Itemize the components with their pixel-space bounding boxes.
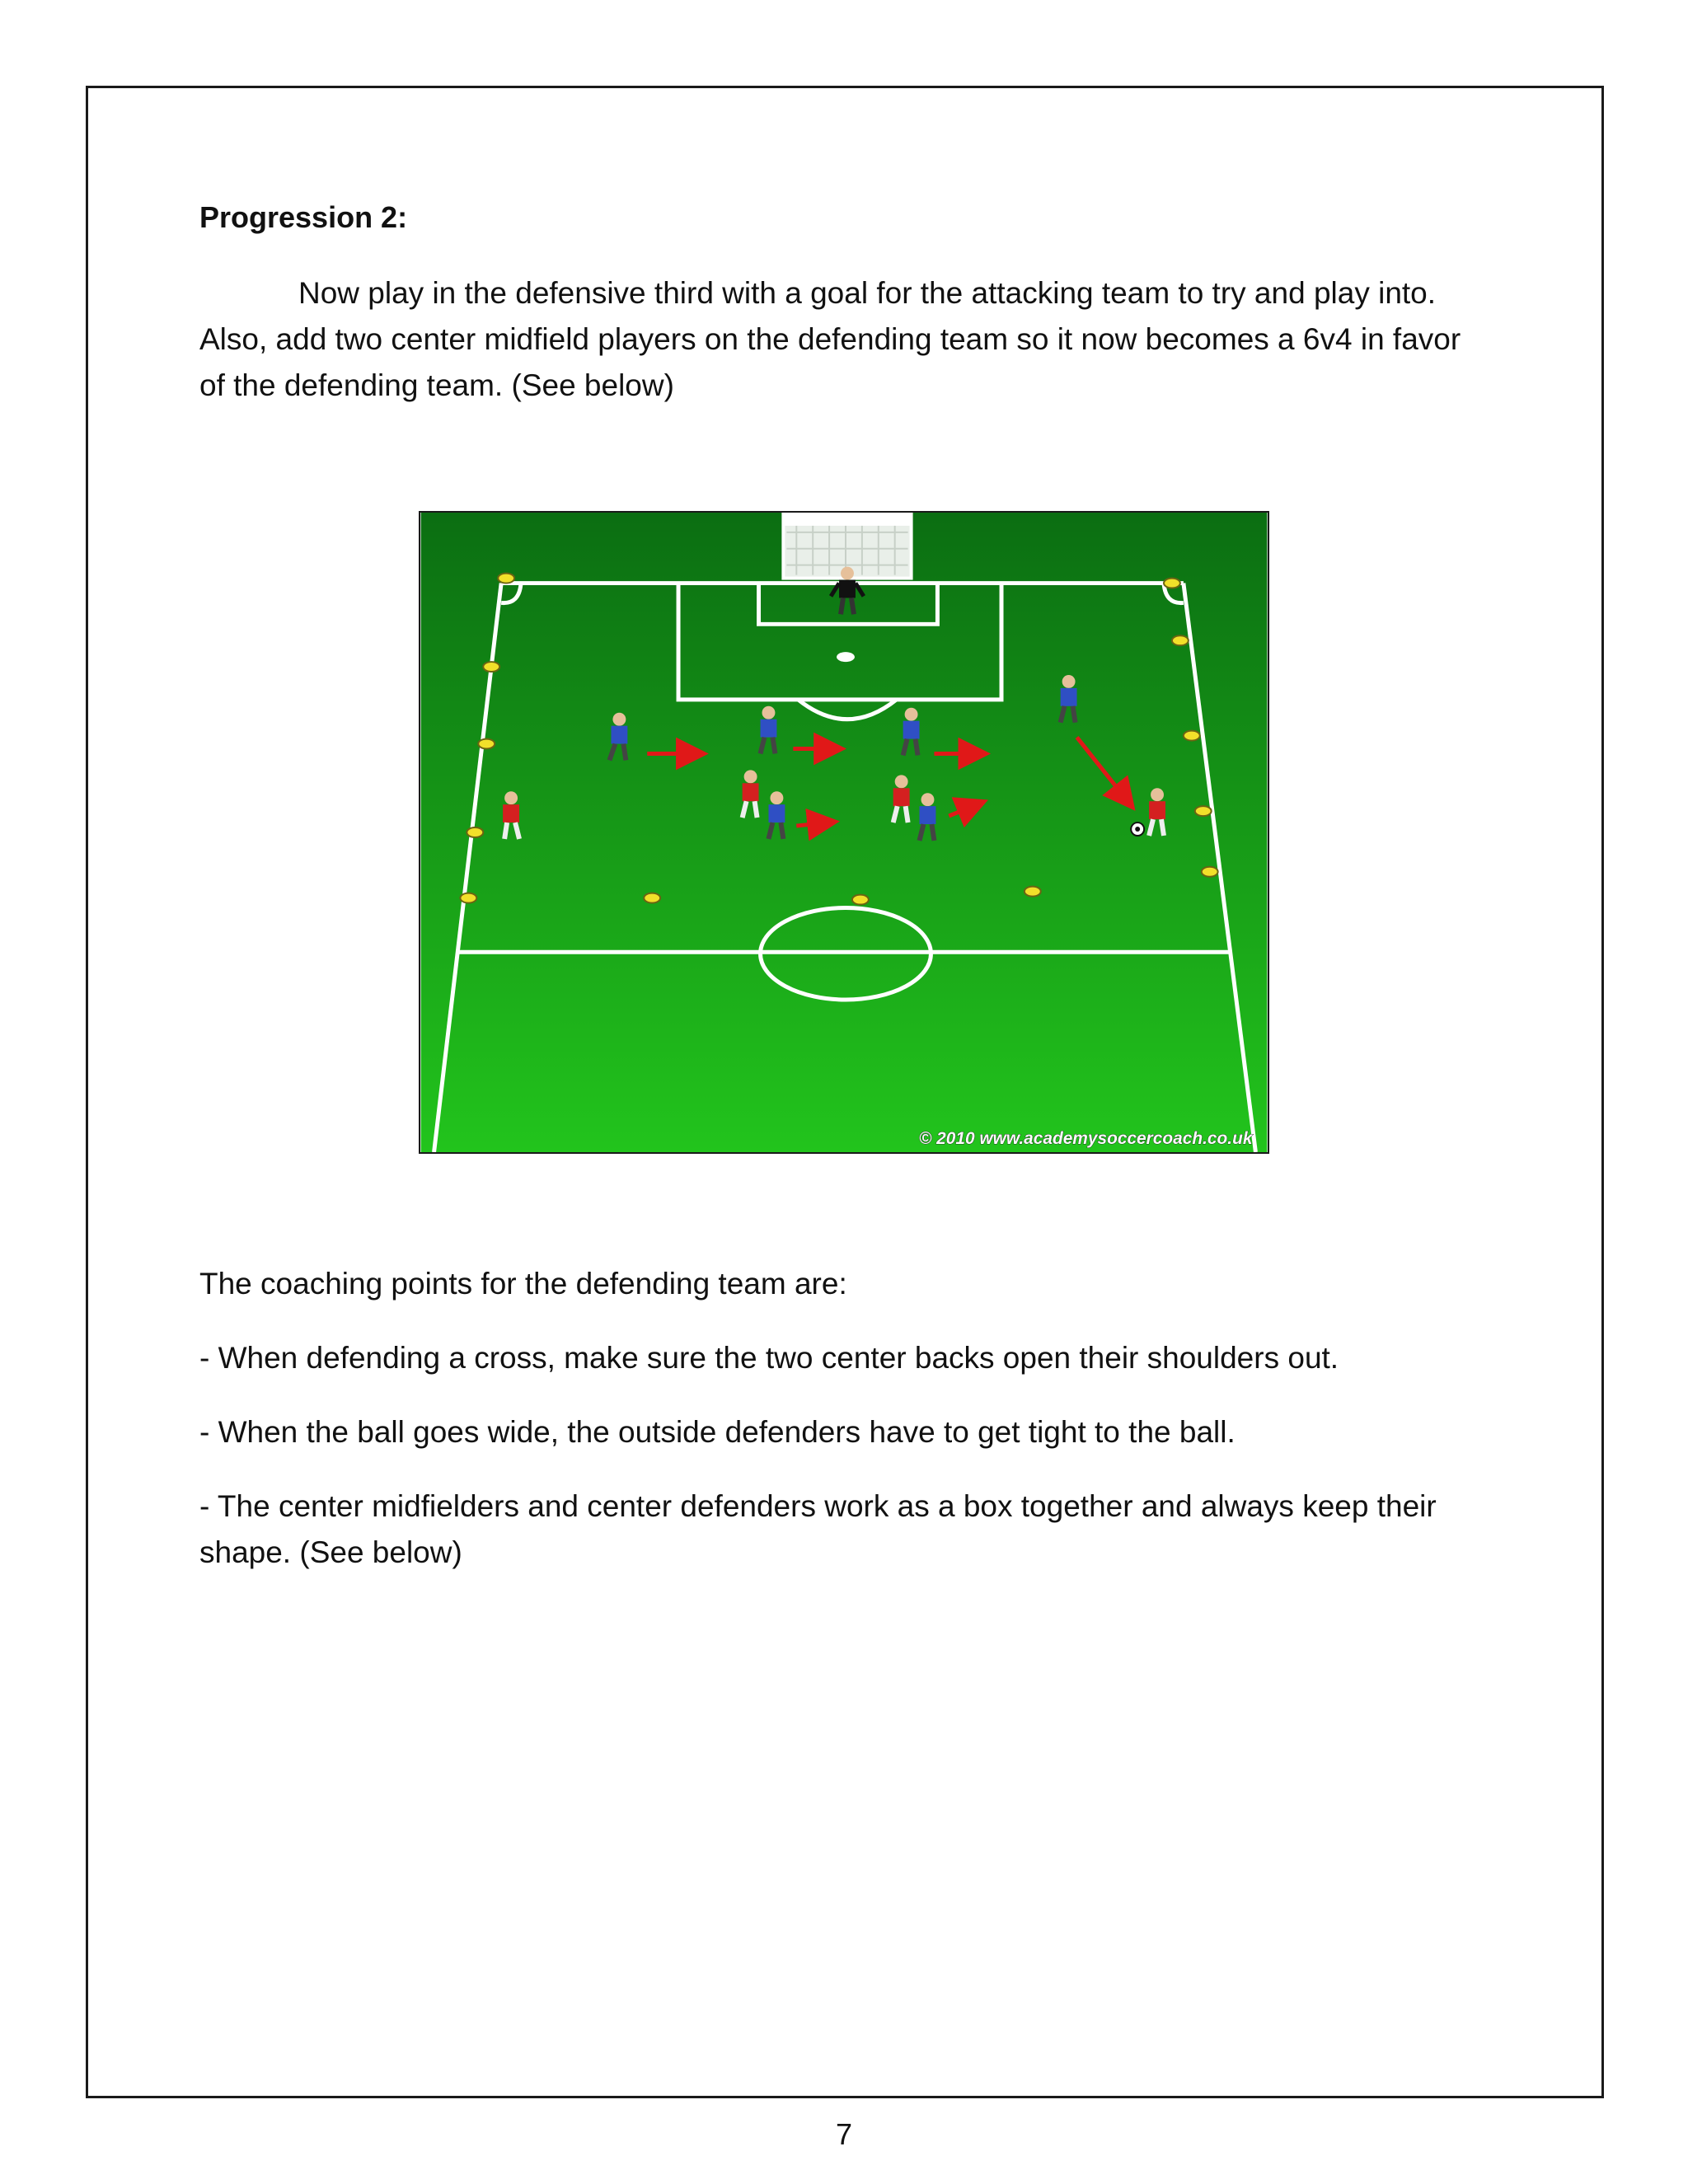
pitch-background xyxy=(420,513,1268,1152)
diagram-copyright: © 2010 www.academysoccercoach.co.uk xyxy=(919,1129,1254,1148)
intro-paragraph: Now play in the defensive third with a g… xyxy=(199,276,1461,402)
page-number: 7 xyxy=(835,2117,853,2151)
ball xyxy=(1130,822,1146,837)
attacking-player xyxy=(766,791,786,840)
defending-player xyxy=(890,775,911,823)
cones xyxy=(459,572,1219,906)
attacking-player xyxy=(1057,674,1078,724)
attacking-player xyxy=(900,707,921,757)
coaching-point: - The center midfielders and center defe… xyxy=(199,1489,1437,1569)
section-heading: Progression 2: xyxy=(199,200,408,234)
movement-arrows xyxy=(647,732,1136,841)
attacking-player xyxy=(607,712,629,762)
soccer-drill-diagram: © 2010 www.academysoccercoach.co.uk xyxy=(419,511,1269,1154)
defending-player xyxy=(739,770,760,818)
attacking-player xyxy=(757,705,778,755)
penalty-spot xyxy=(837,652,855,663)
page-border xyxy=(86,86,1604,2098)
attacking-player xyxy=(917,793,937,841)
goalkeeper xyxy=(828,566,865,615)
pitch-lines xyxy=(432,581,1258,1152)
coaching-intro: The coaching points for the defending te… xyxy=(199,1267,847,1301)
defending-player xyxy=(502,791,522,840)
coaching-point: - When the ball goes wide, the outside d… xyxy=(199,1415,1236,1449)
coaching-point: - When defending a cross, make sure the … xyxy=(199,1341,1339,1375)
defending-player xyxy=(1146,788,1166,837)
